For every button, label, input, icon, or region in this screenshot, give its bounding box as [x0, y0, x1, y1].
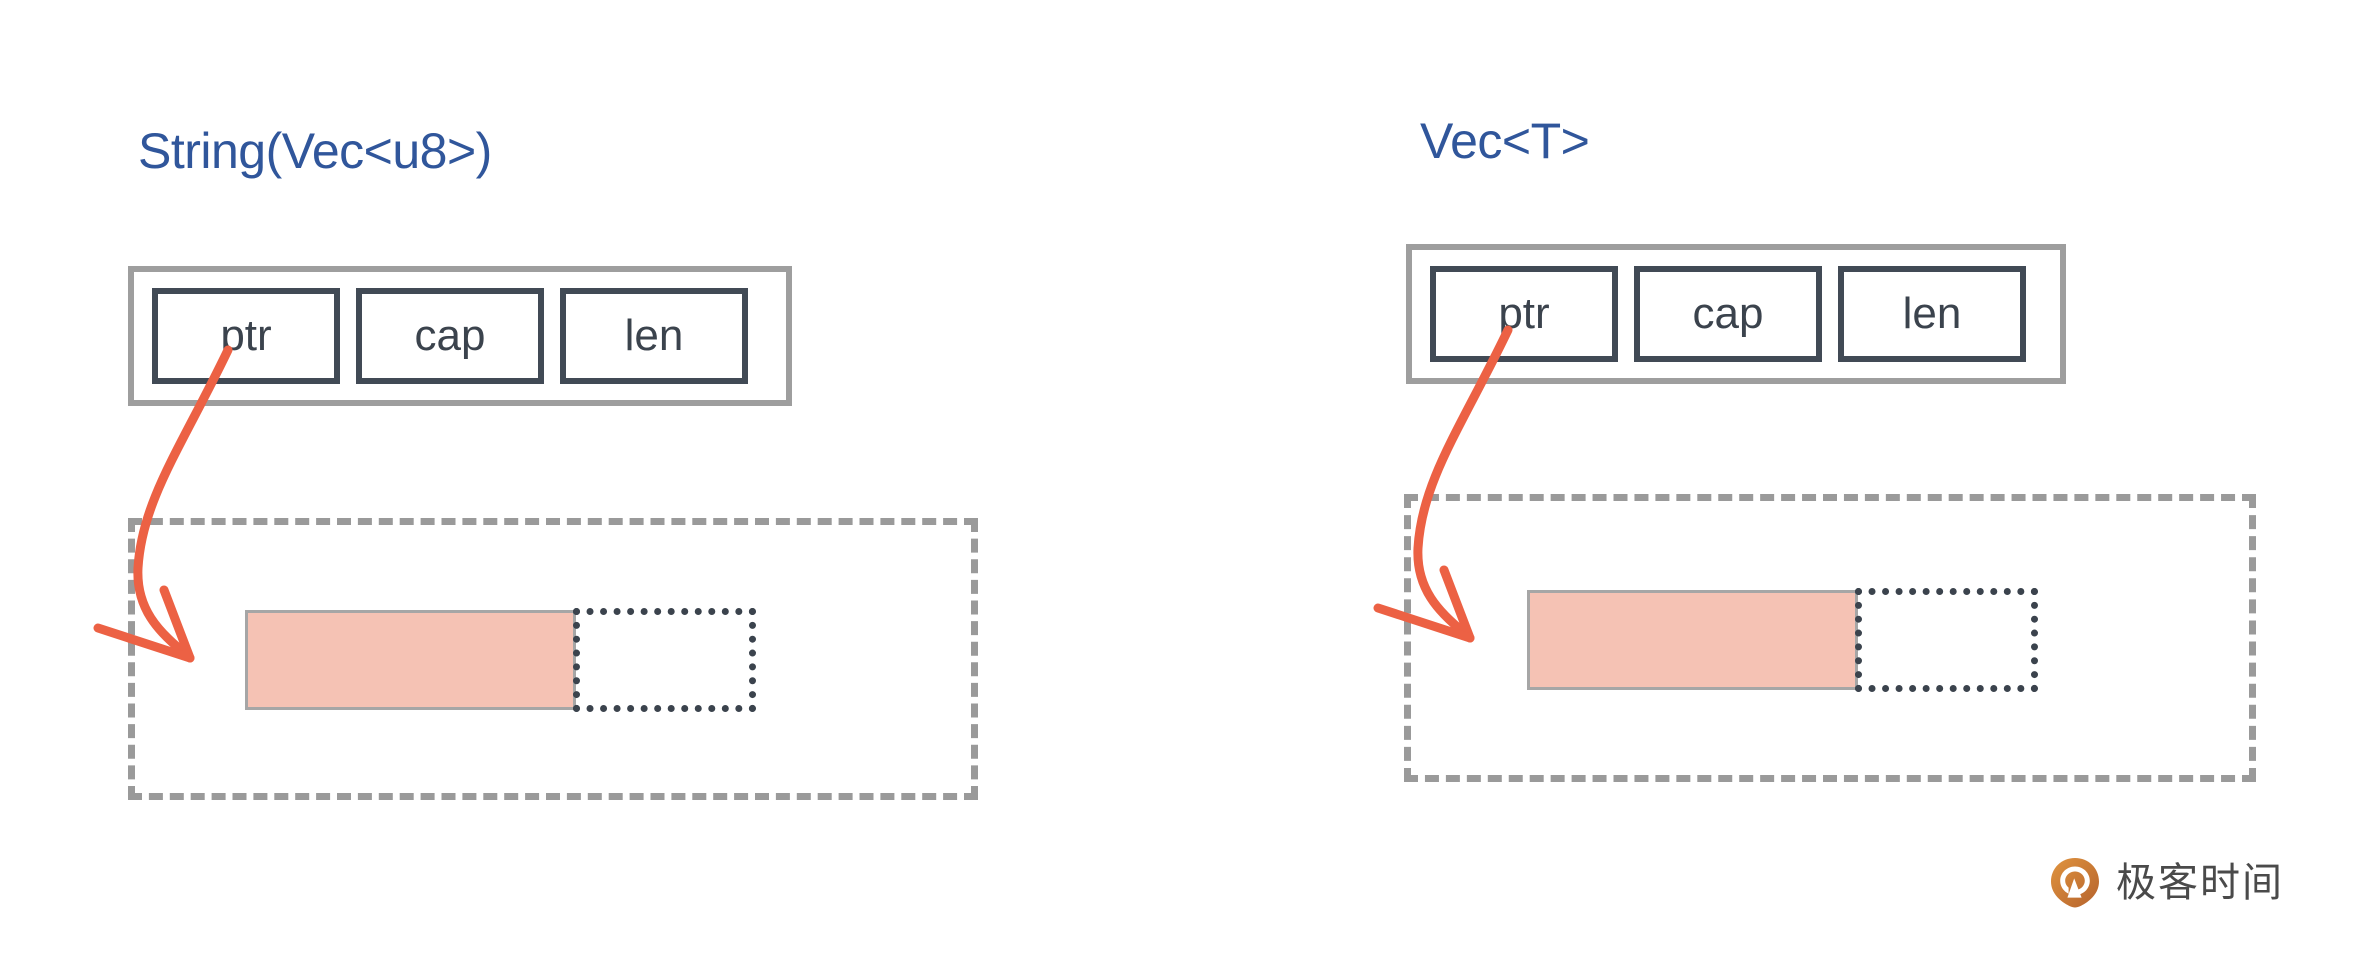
struct-container-string: ptr cap len [128, 266, 792, 406]
diagram-title-vec: Vec<T> [1420, 113, 1590, 169]
brand-name: 极客时间 [2116, 860, 2284, 906]
struct-fields-row: ptr cap len [1430, 266, 2026, 362]
struct-container-vec: ptr cap len [1406, 244, 2066, 384]
spare-capacity-block-vec [1855, 588, 2038, 692]
allocated-block-vec [1527, 590, 1858, 690]
geektime-pin-icon [2051, 858, 2099, 908]
field-cap: cap [1634, 266, 1822, 362]
spare-capacity-block-string [573, 608, 756, 712]
allocated-block-string [245, 610, 576, 710]
field-cap: cap [356, 288, 544, 384]
field-ptr: ptr [152, 288, 340, 384]
diagram-title-string: String(Vec<u8>) [138, 123, 492, 179]
struct-fields-row: ptr cap len [152, 288, 748, 384]
field-len: len [1838, 266, 2026, 362]
field-ptr: ptr [1430, 266, 1618, 362]
brand-watermark: 极客时间 [2048, 856, 2284, 910]
field-len: len [560, 288, 748, 384]
